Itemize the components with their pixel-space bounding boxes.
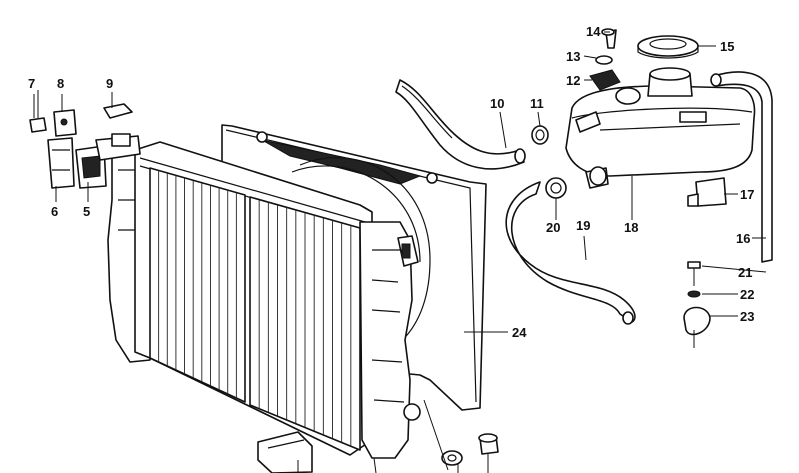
part-label-13: 13 — [566, 49, 580, 64]
part-label-12: 12 — [566, 73, 580, 88]
temp-switch-assembly — [29, 90, 141, 189]
leader-lines — [33, 31, 767, 473]
part-label-6: 6 — [51, 204, 58, 219]
part-label-7: 7 — [28, 76, 35, 91]
part-label-15: 15 — [720, 39, 734, 54]
lower-hose — [505, 181, 636, 325]
mounting-bracket-17 — [687, 177, 727, 207]
hose-clamp-20 — [545, 177, 567, 199]
hose-clamp-11 — [531, 125, 549, 145]
radiator — [107, 141, 421, 459]
part-label-19: 19 — [576, 218, 590, 233]
radiator-core-right — [249, 196, 361, 451]
part-label-17: 17 — [740, 187, 754, 202]
expansion-tank — [565, 67, 756, 189]
part-label-9: 9 — [106, 76, 113, 91]
fastener-stack — [589, 28, 621, 91]
overflow-hose — [710, 71, 773, 263]
part-label-14: 14 — [586, 24, 601, 39]
part-label-21: 21 — [738, 265, 752, 280]
part-label-10: 10 — [490, 96, 504, 111]
part-label-18: 18 — [624, 220, 638, 235]
part-label-5: 5 — [83, 204, 90, 219]
part-label-11: 11 — [530, 96, 544, 111]
part-label-22: 22 — [740, 287, 754, 302]
part-label-23: 23 — [740, 309, 754, 324]
part-label-16: 16 — [736, 231, 750, 246]
expansion-tank-cap — [637, 35, 699, 59]
radiator-core-left — [149, 167, 246, 403]
bolt-clamp-stack — [683, 261, 711, 348]
part-number-labels: 7 8 9 6 5 10 11 14 13 12 15 17 18 19 20 … — [28, 24, 754, 340]
part-label-8: 8 — [57, 76, 64, 91]
part-label-20: 20 — [546, 220, 560, 235]
part-label-24: 24 — [512, 325, 527, 340]
upper-hose — [395, 79, 526, 170]
